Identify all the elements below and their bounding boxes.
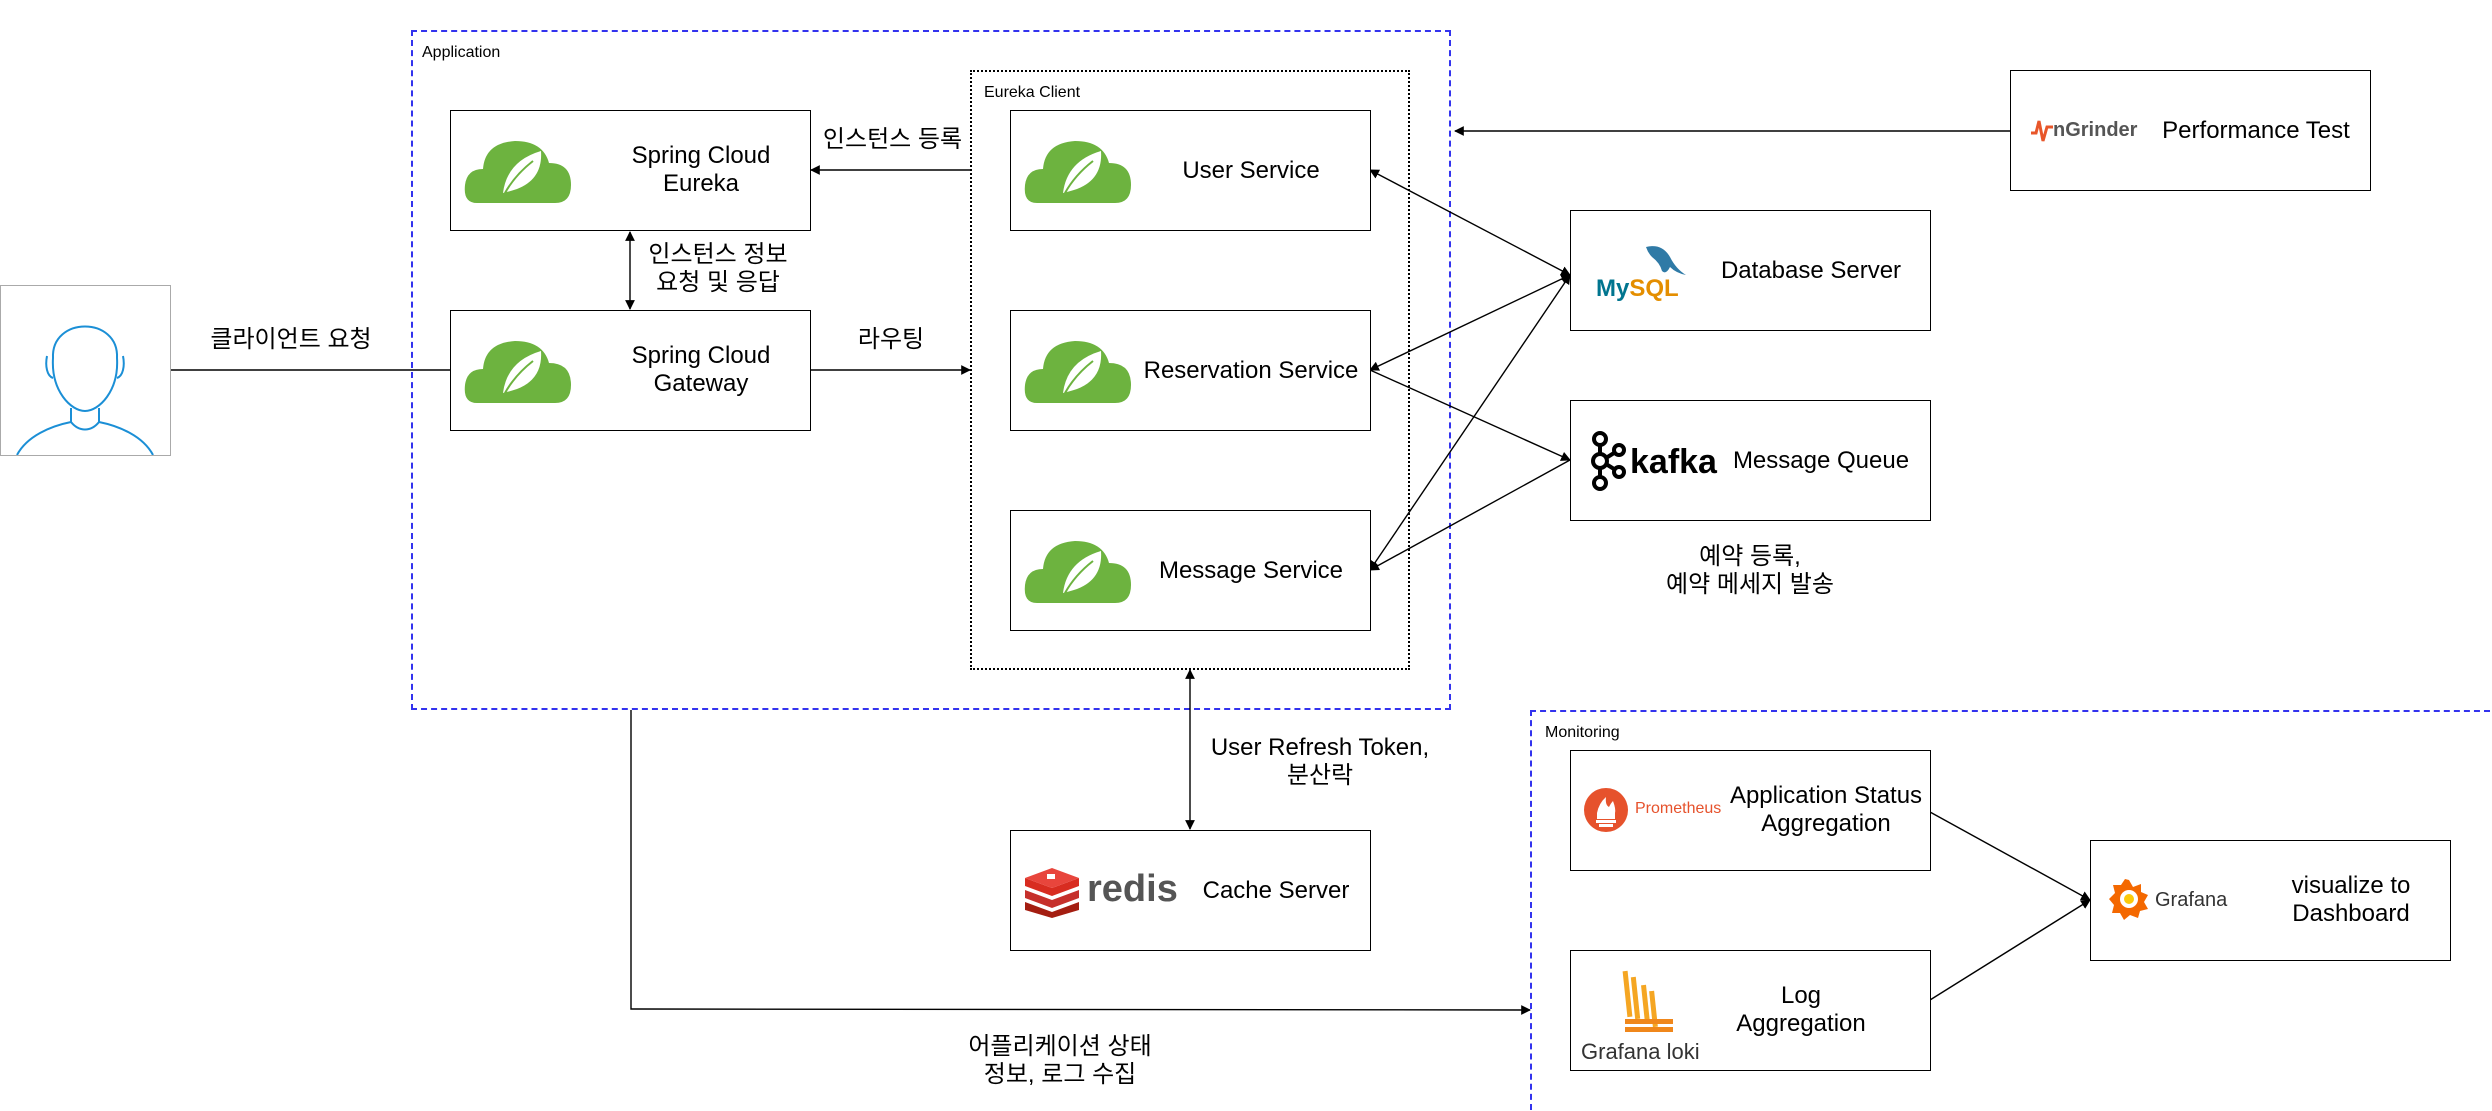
monitoring-group (1530, 710, 2490, 1110)
edge-kafka-message (1369, 459, 1571, 571)
kafka-logo-icon: kafka (1586, 431, 1721, 491)
redis-logo-text: redis (1087, 868, 1178, 910)
reservation-note-label-1: 예약 등록, (1699, 543, 1801, 570)
database-server-label: Database Server (1720, 257, 1902, 284)
ngrinder-logo-text: nGrinder (2053, 119, 2138, 141)
ngrinder-logo-icon: nGrinder (2031, 113, 2146, 148)
dashboard-label-1: visualize to (2291, 872, 2411, 899)
edge-prometheus-grafana (1929, 811, 2091, 901)
gateway-label-1: Spring Cloud (631, 342, 771, 369)
application-status-node: Prometheus Application Status Aggregatio… (1570, 750, 1931, 871)
kafka-logo-text: kafka (1630, 443, 1717, 481)
instance-info-label-2: 요청 및 응답 (656, 269, 780, 296)
edge-user-db (1369, 169, 1571, 276)
spring-leaf-icon (1024, 341, 1131, 403)
spring-leaf-icon (1024, 141, 1131, 203)
grafana-logo-icon: Grafana (2107, 877, 2247, 925)
user-service-label: User Service (1182, 157, 1320, 184)
message-service-node: Message Service (1010, 510, 1371, 631)
eureka-label-1: Spring Cloud (631, 142, 771, 169)
message-queue-label: Message Queue (1732, 447, 1910, 474)
spring-leaf-icon (1024, 541, 1131, 603)
reservation-service-node: Reservation Service (1010, 310, 1371, 431)
log-aggregation-label-2: Aggregation (1736, 1010, 1866, 1037)
refresh-token-label-1: User Refresh Token, (1210, 734, 1430, 761)
instance-register-label: 인스턴스 등록 (822, 126, 963, 153)
routing-label: 라우팅 (857, 326, 925, 353)
eureka-client-group-label: Eureka Client (984, 84, 1081, 101)
refresh-token-label-2: 분산락 (1286, 762, 1354, 789)
log-aggregation-label-1: Log (1780, 982, 1822, 1009)
dashboard-label-2: Dashboard (2292, 900, 2410, 927)
redis-logo-icon: redis (1023, 866, 1183, 921)
edge-message-db (1369, 274, 1571, 571)
application-group-label: Application (422, 44, 501, 61)
grafana-loki-logo-text: Grafana loki (1581, 1039, 1700, 1064)
app-status-label-2: Aggregation (1761, 810, 1891, 837)
grafana-loki-logo-icon: Grafana loki (1579, 969, 1729, 1069)
mysql-logo-text: MySQL (1596, 275, 1679, 301)
eureka-label-2: Eureka (662, 170, 740, 197)
grafana-logo-text: Grafana (2155, 889, 2228, 911)
prometheus-logo-icon: Prometheus (1583, 787, 1723, 835)
prometheus-logo-text: Prometheus (1635, 800, 1722, 817)
instance-info-label-1: 인스턴스 정보 (648, 241, 788, 268)
monitoring-group-label: Monitoring (1545, 724, 1620, 741)
spring-cloud-gateway-node: Spring Cloud Gateway (450, 310, 811, 431)
user-service-node: User Service (1010, 110, 1371, 231)
spring-leaf-icon (464, 141, 571, 203)
edge-reservation-db (1369, 274, 1571, 371)
dashboard-node: Grafana visualize to Dashboard (2090, 840, 2451, 961)
message-queue-node: kafka Message Queue (1570, 400, 1931, 521)
reservation-service-label: Reservation Service (1143, 357, 1359, 384)
cache-server-node: redis Cache Server (1010, 830, 1371, 951)
mysql-logo-icon: MySQL (1596, 241, 1691, 302)
cache-server-label: Cache Server (1202, 877, 1350, 904)
log-aggregation-node: Grafana loki Log Aggregation (1570, 950, 1931, 1071)
performance-test-node: nGrinder Performance Test (2010, 70, 2371, 191)
client-request-label: 클라이언트 요청 (210, 326, 372, 353)
edge-reservation-kafka (1369, 369, 1571, 461)
client-user-icon (0, 285, 171, 456)
database-server-node: MySQL Database Server (1570, 210, 1931, 331)
collect-label-2: 정보, 로그 수집 (983, 1061, 1137, 1088)
edge-loki-grafana (1929, 899, 2091, 1001)
spring-leaf-icon (464, 341, 571, 403)
spring-cloud-eureka-node: Spring Cloud Eureka (450, 110, 811, 231)
collect-label-1: 어플리케이션 상태 (968, 1033, 1152, 1060)
performance-test-label: Performance Test (2162, 117, 2350, 144)
edge-app-monitoring (630, 710, 1531, 1015)
app-status-label-1: Application Status (1729, 782, 1923, 809)
message-service-label: Message Service (1158, 557, 1344, 584)
gateway-label-2: Gateway (653, 370, 749, 397)
reservation-note-label-2: 예약 메세지 발송 (1666, 571, 1834, 598)
